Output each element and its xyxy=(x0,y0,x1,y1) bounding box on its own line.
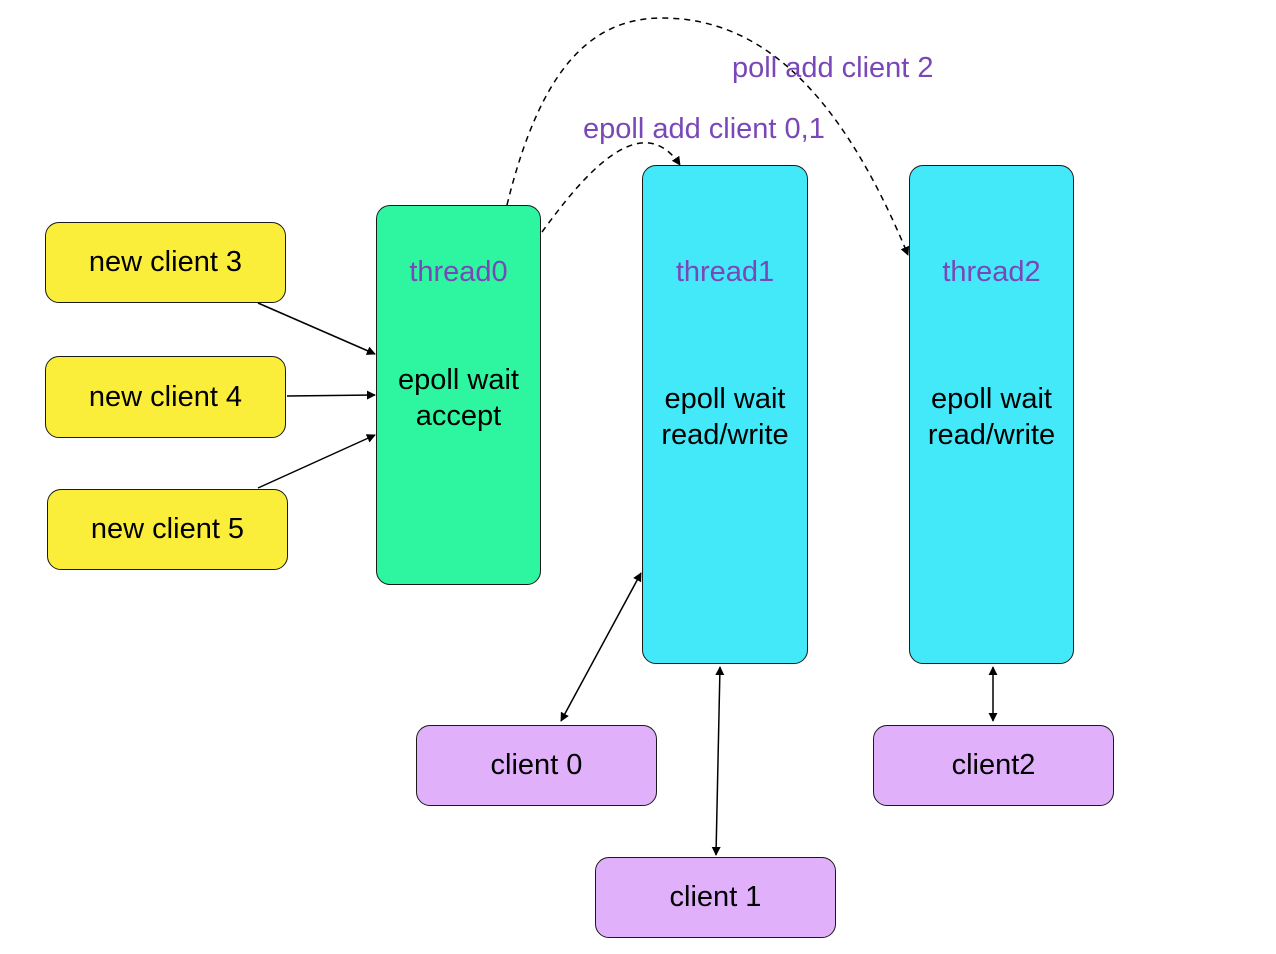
thread0-body: epoll wait accept xyxy=(377,362,540,435)
edge-new-client-5-to-thread0 xyxy=(257,434,376,489)
edge-label-poll-add-client-2: poll add client 2 xyxy=(732,52,934,84)
client-0-node: client 0 xyxy=(416,725,657,806)
client-2-node: client2 xyxy=(873,725,1114,806)
edge-label-epoll-add-client-0-1: epoll add client 0,1 xyxy=(583,113,825,145)
thread0-body-line-1: epoll wait xyxy=(398,364,519,396)
thread1-title: thread1 xyxy=(675,256,775,288)
thread1-body-line-2: read/write xyxy=(661,419,789,452)
thread2-body-line-1: epoll wait xyxy=(931,383,1052,415)
thread2-body: epoll wait read/write xyxy=(910,381,1073,454)
edge-client0-thread1 xyxy=(560,572,642,722)
thread1-body-line-1: epoll wait xyxy=(664,383,786,415)
new-client-4-node: new client 4 xyxy=(45,356,286,438)
thread0-node: thread0 epoll wait accept xyxy=(376,205,541,585)
client-1-node: client 1 xyxy=(595,857,836,938)
thread0-title: thread0 xyxy=(409,256,508,288)
new-client-3-node: new client 3 xyxy=(45,222,286,303)
thread0-body-line-2: accept xyxy=(415,400,502,433)
edge-new-client-4-to-thread0 xyxy=(286,390,376,400)
edge-client1-thread1 xyxy=(711,666,725,856)
thread2-node: thread2 epoll wait read/write xyxy=(909,165,1074,664)
edge-new-client-3-to-thread0 xyxy=(257,302,376,355)
new-client-5-node: new client 5 xyxy=(47,489,288,570)
thread2-title: thread2 xyxy=(942,256,1041,288)
thread1-node: thread1 epoll wait read/write xyxy=(642,165,808,664)
edge-thread0-to-thread1 xyxy=(541,142,681,233)
thread1-body: epoll wait read/write xyxy=(643,381,807,454)
thread2-body-line-2: read/write xyxy=(927,419,1056,452)
